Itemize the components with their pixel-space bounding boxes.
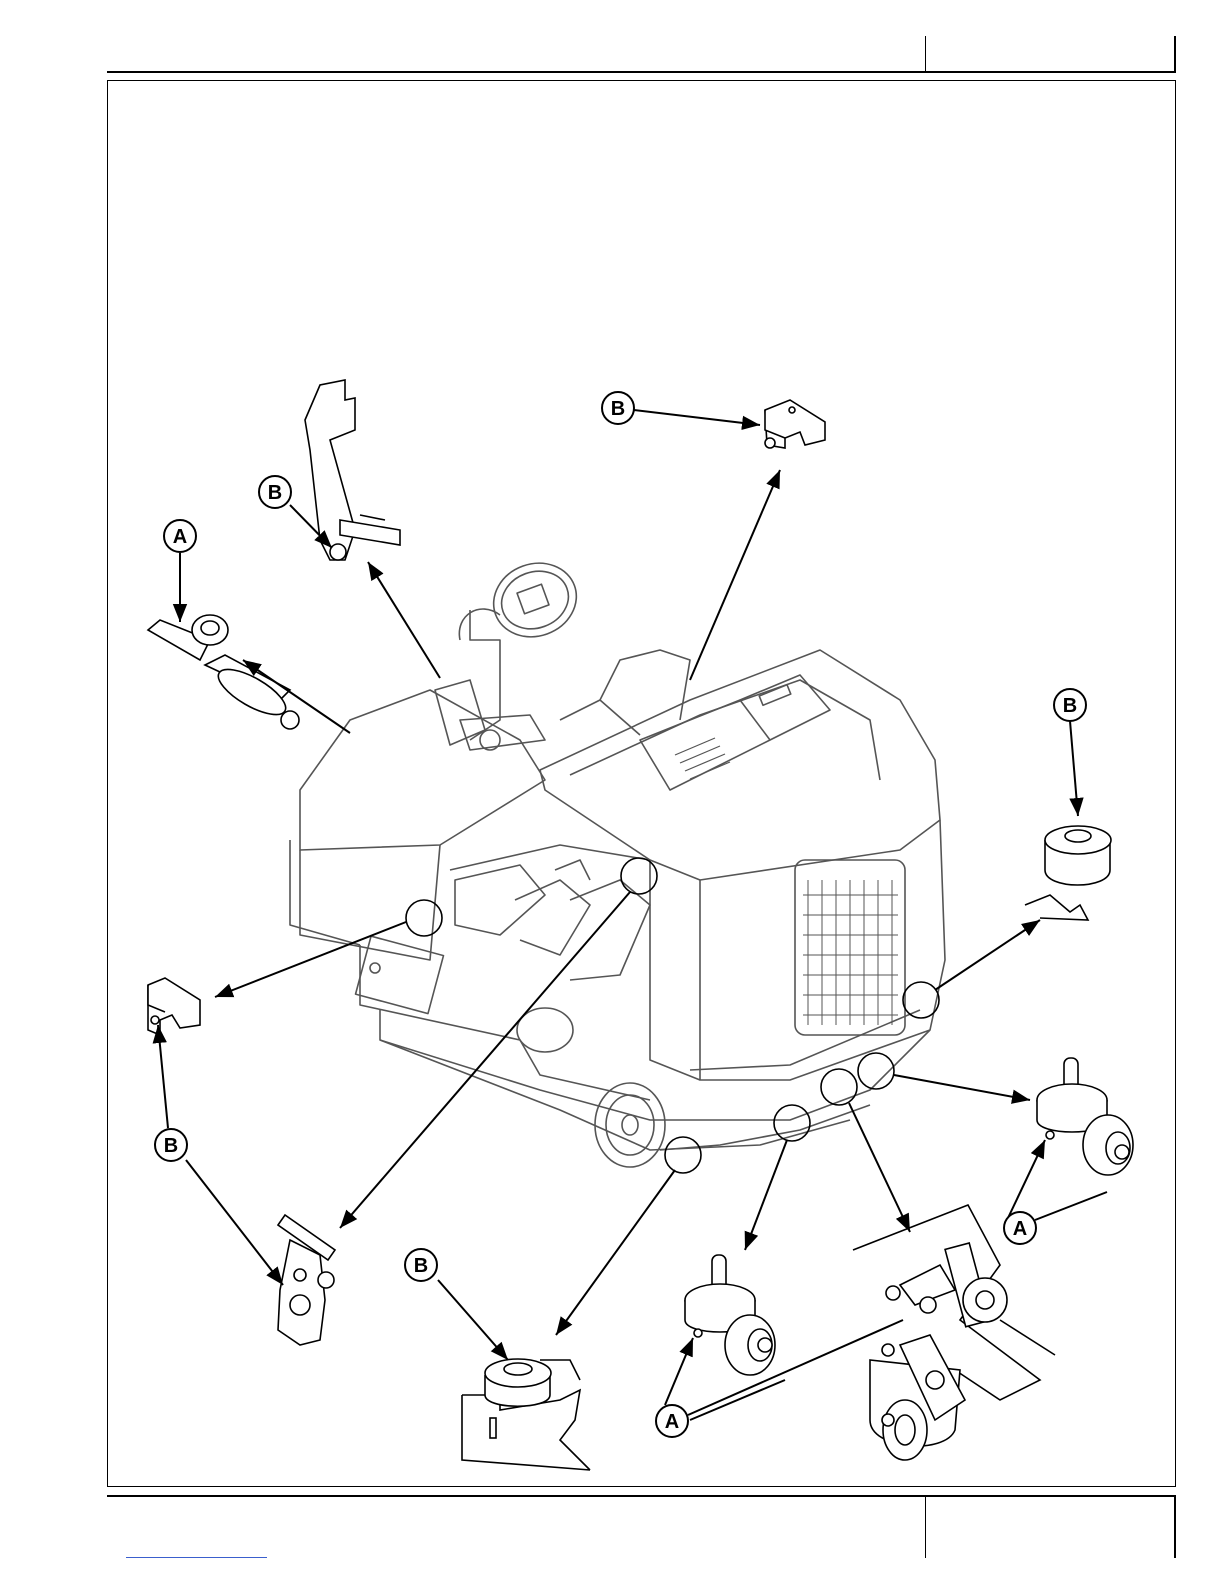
callout-b-right-bumper: B bbox=[1063, 695, 1077, 717]
callout-a-actuator: A bbox=[173, 526, 187, 548]
scrubber-machine bbox=[290, 552, 945, 1167]
callout-a-right-caster: A bbox=[1013, 1218, 1027, 1240]
actuator-part bbox=[148, 615, 299, 729]
left-handle-part bbox=[278, 1215, 335, 1345]
left-bracket-part bbox=[148, 978, 200, 1035]
right-bumper-roller-part bbox=[1025, 826, 1111, 920]
pedal-part bbox=[305, 380, 400, 560]
callout-b-top-bracket: B bbox=[611, 398, 625, 420]
callout-b-front-bumper: B bbox=[414, 1255, 428, 1277]
callout-b-left-bracket: B bbox=[164, 1135, 178, 1157]
right-caster-part bbox=[1037, 1058, 1133, 1175]
top-bracket-part bbox=[765, 400, 825, 448]
front-caster-part bbox=[685, 1255, 775, 1375]
callout-b-pedal: B bbox=[268, 482, 282, 504]
callout-a-front-caster: A bbox=[665, 1411, 679, 1433]
front-bumper-roller-part bbox=[462, 1359, 590, 1470]
